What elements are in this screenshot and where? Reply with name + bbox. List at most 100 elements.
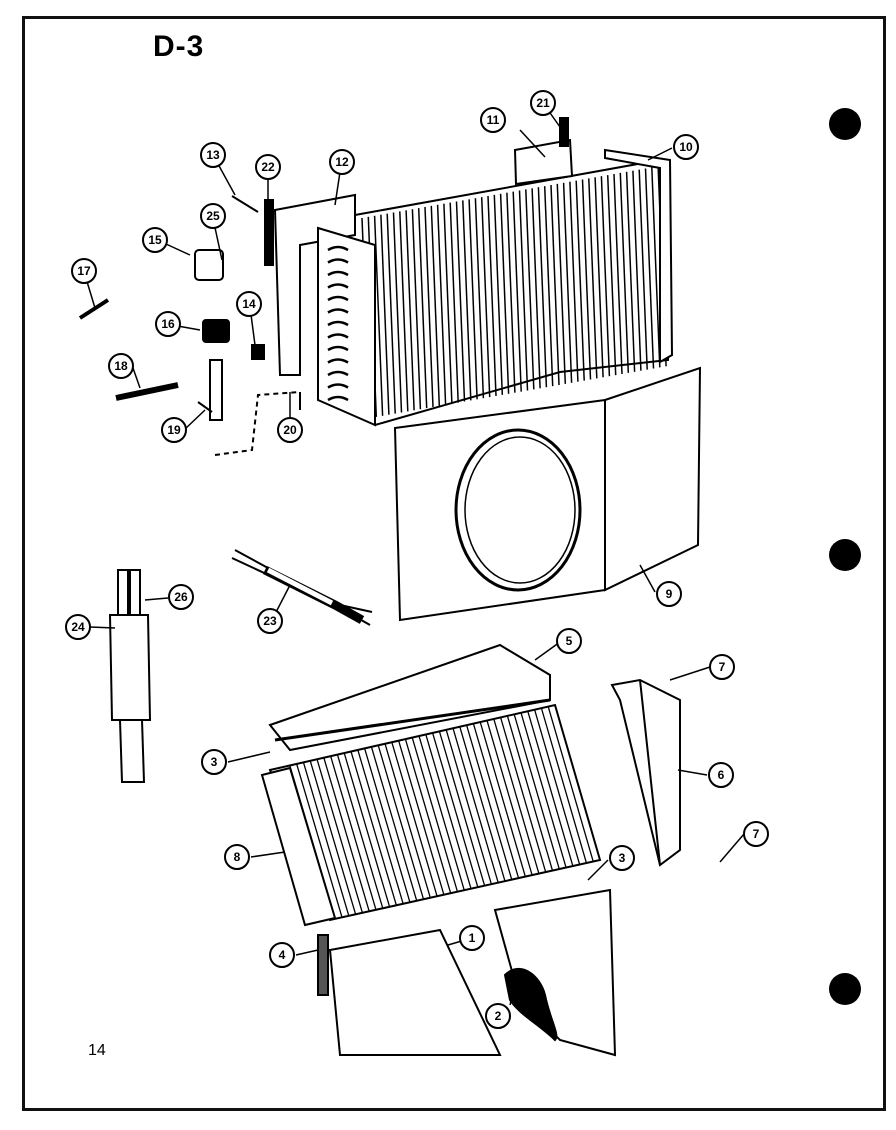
callout-15-label: 15 [148,233,162,247]
evaporator-fin [500,717,547,873]
callout-23: 23 [257,608,283,634]
evaporator-fin [432,732,479,887]
callout-2: 2 [485,1003,511,1029]
coil-fin [411,209,422,410]
evaporator-fin [350,751,397,905]
callout-2-label: 2 [495,1009,502,1023]
tube-bend [327,308,349,314]
evaporator-coil [260,703,602,927]
evaporator-fin [520,712,567,868]
evaporator-fin [330,756,377,910]
evaporator-fin [506,715,554,871]
fan-shroud [393,366,702,622]
callout-13-label: 13 [206,148,220,162]
tube-bend [327,383,349,389]
coil-fin [380,214,390,415]
coil-fin [417,208,428,409]
coil-fin [644,168,655,369]
callout-8: 8 [224,844,250,870]
leader-lines [84,109,745,1006]
evaporator-fin [418,736,465,890]
callout-24-label: 24 [71,620,85,634]
callout-1: 1 [459,925,485,951]
coil-fin [443,203,453,404]
coil-fin [638,169,648,370]
evaporator-fin [527,711,574,867]
callout-26: 26 [168,584,194,610]
top-cover-plate [268,643,551,752]
evaporator-fin [466,725,513,880]
wire-harness [231,549,373,626]
callout-9-label: 9 [666,587,673,601]
callout-17-label: 17 [77,264,91,278]
evaporator-fin [479,722,526,877]
tube-bend [327,295,349,302]
evaporator-fin [357,750,404,904]
tube-bend [327,395,349,402]
coil-fin [506,192,516,393]
callout-3b-label: 3 [619,851,626,865]
evaporator-fin [411,737,458,892]
binder-hole-middle [829,539,861,571]
callout-5: 5 [556,628,582,654]
page-number: 14 [88,1042,106,1059]
callout-17: 17 [71,258,97,284]
evaporator-fin [323,757,370,911]
callout-3b: 3 [609,845,635,871]
callout-10: 10 [673,134,699,160]
callout-20-label: 20 [283,423,297,437]
evaporator-fin [302,762,350,916]
coil-fin [468,199,478,400]
tube-bend [327,258,349,264]
evaporator-fin [309,761,357,914]
callout-21-label: 21 [536,96,550,110]
callout-15: 15 [142,227,168,253]
evaporator-fin [398,740,445,895]
callout-7a: 7 [709,654,735,680]
evaporator-fin [404,739,452,893]
coil-fin [474,198,485,399]
callout-16: 16 [155,311,181,337]
coil-fin [480,197,491,398]
evaporator-fin [472,723,520,879]
tube-bend [327,370,349,377]
evaporator-fin [533,709,581,865]
evaporator-fin [540,707,588,864]
binder-hole-bottom [829,973,861,1005]
evaporator-fin [336,754,384,908]
callout-6: 6 [708,762,734,788]
coil-fin [512,191,522,392]
tube-bend [327,283,349,289]
callout-14-label: 14 [242,297,256,311]
callout-13: 13 [200,142,226,168]
callout-7b-label: 7 [753,827,760,841]
callout-9: 9 [656,581,682,607]
callout-19-label: 19 [167,423,181,437]
callout-20: 20 [277,417,303,443]
callout-18-label: 18 [114,359,128,373]
evaporator-fin [384,743,431,898]
coil-fin [556,183,567,384]
callout-12-label: 12 [335,155,349,169]
coil-fin [581,179,592,380]
tube-bend [327,270,349,277]
callout-14: 14 [236,291,262,317]
coil-fin [430,205,441,406]
coil-fin [594,177,604,378]
evaporator-fin [513,714,560,870]
coil-fin [531,188,541,389]
evaporator-fin [547,706,594,862]
coil-fin [600,176,611,377]
callout-16-label: 16 [161,317,175,331]
tube-bend [327,333,349,339]
callout-11-label: 11 [487,113,500,127]
callout-3a: 3 [201,749,227,775]
coil-fin [487,195,497,397]
callout-4-label: 4 [279,948,286,962]
coil-fin [575,180,585,381]
binder-hole-top [829,108,861,140]
coil-fin [588,178,598,379]
evaporator-fin [493,718,540,874]
coil-fin [632,170,642,371]
